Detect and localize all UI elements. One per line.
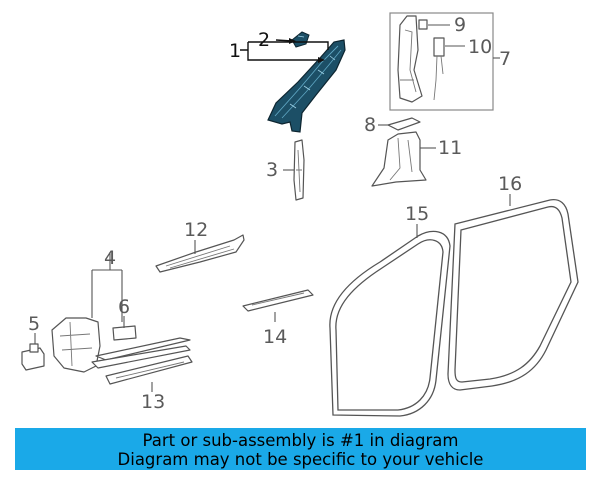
part-10-harness[interactable] (433, 37, 445, 101)
part-13-sill-strip[interactable] (105, 355, 193, 385)
arrow-2 (289, 38, 296, 44)
part-pillar-trim-upper[interactable] (397, 15, 423, 103)
callout-16: 16 (498, 173, 522, 195)
callout-8: 8 (364, 114, 376, 136)
part-11-lower-pillar-trim[interactable] (371, 131, 427, 187)
callout-7: 7 (499, 48, 511, 70)
callout-10: 10 (468, 36, 492, 58)
callout-9: 9 (454, 14, 466, 36)
callout-5: 5 (28, 313, 40, 335)
leader-1 (240, 41, 329, 61)
callout-3: 3 (266, 159, 278, 181)
part-8-trim-strip[interactable] (387, 117, 421, 131)
arrow-1 (318, 57, 325, 63)
part-14-sill-plate[interactable] (242, 289, 314, 312)
info-banner: Part or sub-assembly is #1 in diagram Di… (15, 428, 586, 470)
part-15-front-door-seal[interactable] (329, 230, 451, 417)
callout-6: 6 (118, 296, 130, 318)
banner-line-1: Part or sub-assembly is #1 in diagram (142, 431, 459, 450)
part-16-rear-door-seal[interactable] (447, 198, 579, 391)
part-6-clip[interactable] (112, 325, 137, 341)
callout-11: 11 (438, 137, 462, 159)
part-4-rocker-trim[interactable] (51, 317, 191, 373)
inset-box-7 (389, 12, 494, 111)
banner-line-2: Diagram may not be specific to your vehi… (117, 450, 484, 469)
part-3-bracket[interactable] (293, 139, 305, 201)
part-1-a-pillar-trim[interactable] (267, 39, 346, 133)
part-12-scuff-plate[interactable] (155, 234, 245, 273)
callout-14: 14 (263, 326, 287, 348)
callout-13: 13 (141, 391, 165, 413)
callout-1: 1 (229, 40, 241, 62)
part-9-clip[interactable] (418, 19, 428, 30)
callout-2: 2 (258, 29, 270, 51)
callout-15: 15 (405, 203, 429, 225)
callout-12: 12 (184, 219, 208, 241)
leader-4 (91, 252, 123, 322)
part-5-connector[interactable] (21, 343, 45, 371)
callout-4: 4 (104, 247, 116, 269)
part-2-clip[interactable] (291, 31, 310, 48)
